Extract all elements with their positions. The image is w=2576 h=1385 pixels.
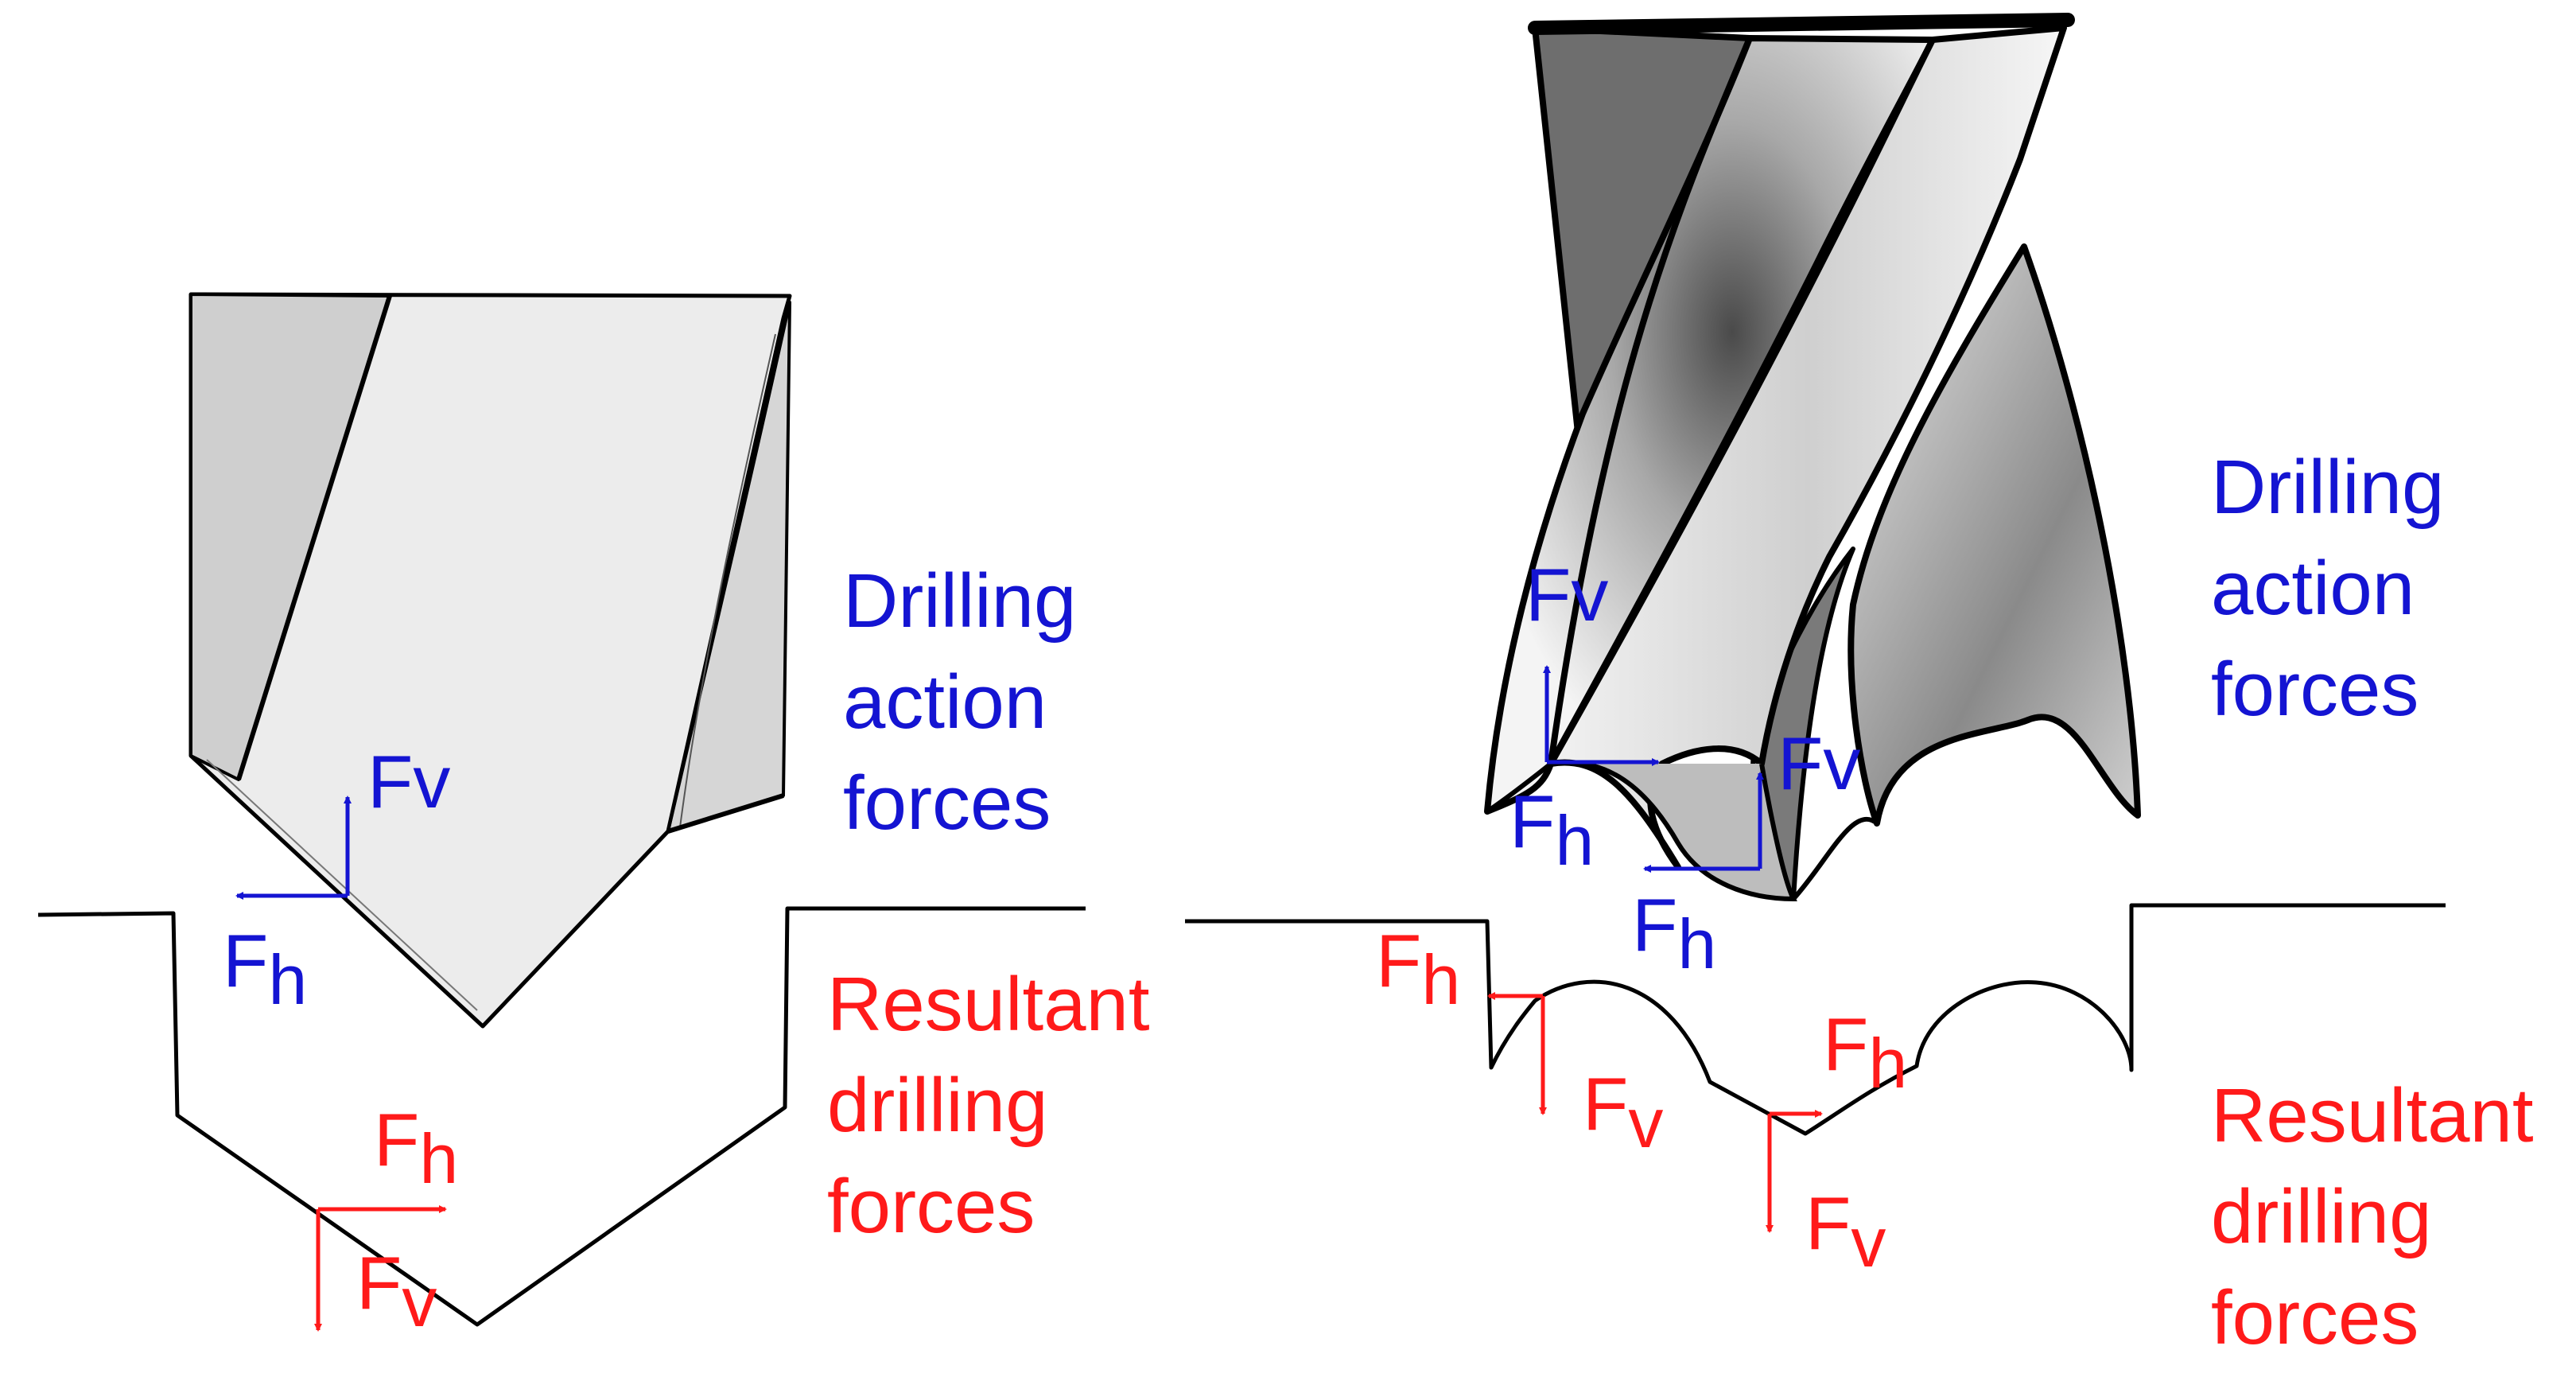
left-result-fv-label: Fv: [356, 1241, 437, 1341]
right-action-fv1-label: Fv: [1525, 553, 1608, 636]
right-action-force-arrows: [1543, 665, 1764, 873]
left-action-fh-label: Fh: [223, 919, 307, 1019]
right-result-fv1-label: Fv: [1583, 1062, 1663, 1162]
right-result-fv2-label: Fv: [1805, 1181, 1886, 1282]
right-twist-drill: [1484, 13, 2141, 902]
right-resultant-forces-label: Resultant drilling forces: [2211, 1073, 2555, 1360]
right-workpiece-profile: [1185, 903, 2446, 1136]
right-drill-right-flute: [1847, 243, 2141, 827]
left-action-forces-label: Drilling action forces: [843, 558, 1098, 846]
right-action-forces-label: Drilling action forces: [2211, 445, 2465, 732]
right-drill-lower-tip: [1550, 760, 1797, 902]
left-action-fv-label: Fv: [367, 740, 450, 823]
right-action-fh2-label: Fh: [1632, 883, 1716, 983]
right-drill-top-edge: [1528, 13, 2075, 35]
right-result-fh1-label: Fh: [1376, 919, 1460, 1019]
left-resultant-force-arrows: [314, 1205, 447, 1332]
left-workpiece-profile: [37, 906, 1086, 1327]
right-drill-land: [1548, 25, 2067, 870]
left-result-fh-label: Fh: [374, 1098, 458, 1198]
right-result-fh2-label: Fh: [1823, 1002, 1907, 1103]
right-action-fv2-label: Fv: [1778, 722, 1860, 805]
left-panel: Fv Fh Fh Fv Drilling action forces Resul…: [37, 292, 1171, 1341]
left-action-force-arrows: [235, 796, 352, 900]
left-drill-tip: [188, 292, 792, 1029]
right-resultant-force-arrows: [1487, 992, 1823, 1233]
left-resultant-forces-label: Resultant drilling forces: [827, 962, 1171, 1249]
right-action-fh1-label: Fh: [1509, 780, 1594, 880]
right-panel: Fv Fh Fv Fh Fh Fv Fh Fv Drilling action …: [1185, 13, 2555, 1360]
